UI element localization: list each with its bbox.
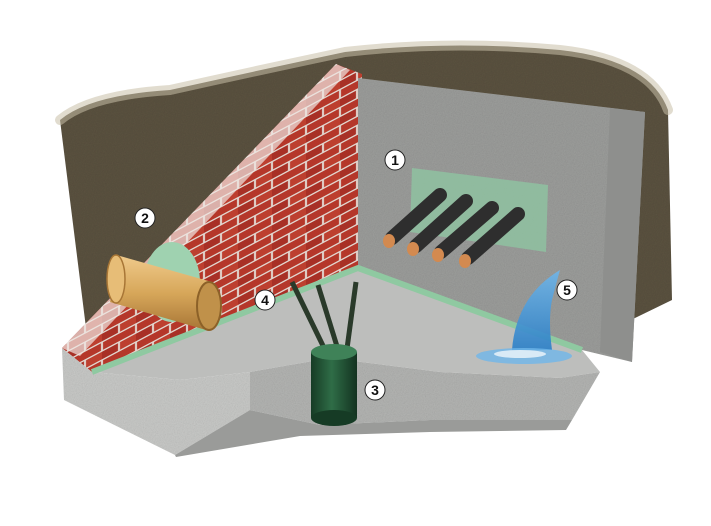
callout-2: 2: [134, 207, 156, 229]
wall-floor-joint-seal: [90, 265, 584, 375]
cable-bundle: [383, 188, 525, 268]
callout-5: 5: [556, 279, 578, 301]
svg-text:2: 2: [141, 210, 149, 226]
cable: [459, 207, 525, 268]
svg-text:1: 1: [391, 152, 399, 168]
cable: [383, 188, 447, 248]
pipe-opening: [196, 281, 222, 331]
callout-1: 1: [384, 149, 406, 171]
svg-text:5: 5: [563, 282, 571, 298]
floor-slab-front-dark: [175, 410, 572, 457]
callout-4: 4: [254, 289, 276, 311]
concrete-wall-edge: [600, 108, 645, 362]
floor-cable-gland: [289, 280, 359, 426]
soil-rim: [55, 40, 673, 125]
svg-text:4: 4: [261, 292, 269, 308]
pipe-penetration: [106, 242, 222, 331]
floor-slab-left: [62, 348, 250, 455]
pipe-body: [110, 256, 212, 330]
callout-3: 3: [364, 379, 386, 401]
cable: [407, 194, 473, 256]
cable: [432, 201, 499, 262]
water-leak: [476, 270, 572, 364]
pipe-end: [106, 254, 126, 304]
floor-slab-top: [92, 268, 600, 380]
svg-text:3: 3: [371, 382, 379, 398]
